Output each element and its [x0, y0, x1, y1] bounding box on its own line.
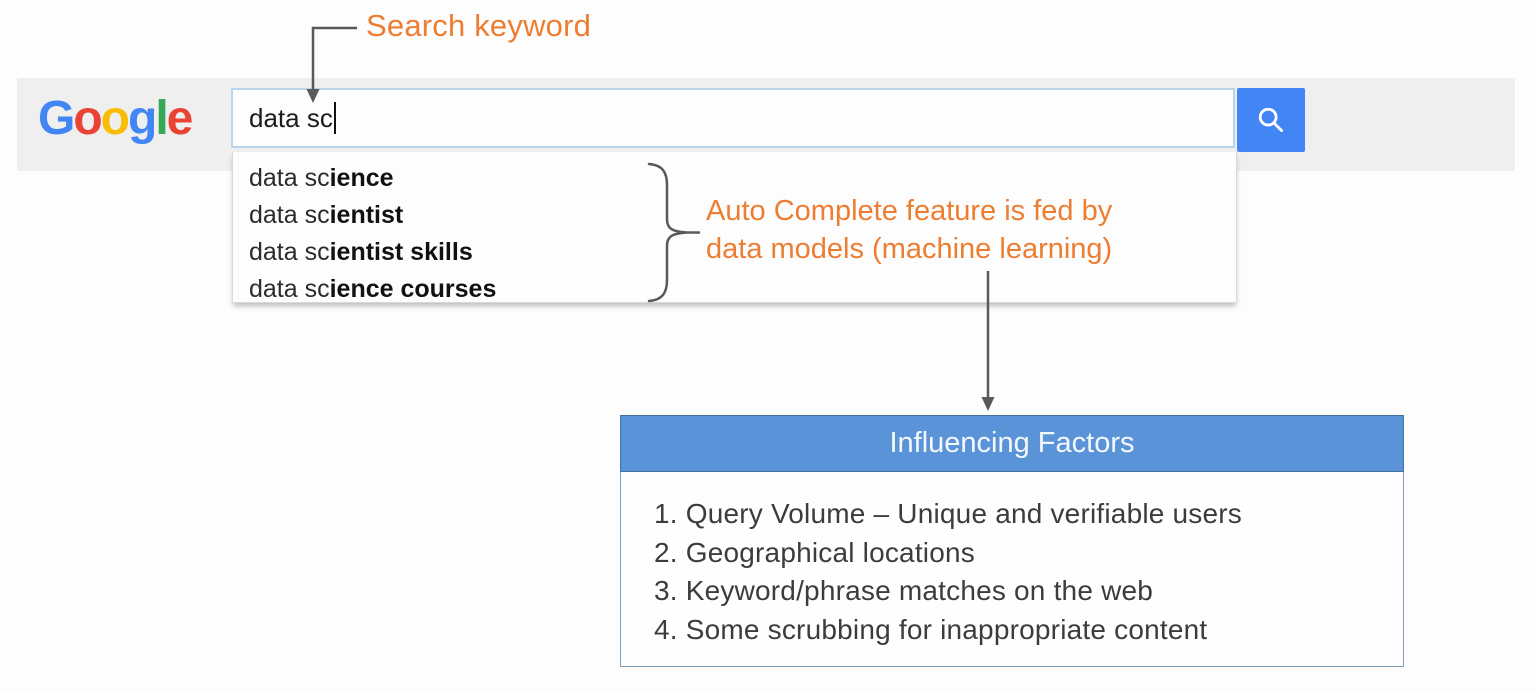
google-logo: Google: [38, 90, 194, 148]
suggestion-typed: data sc: [249, 238, 330, 266]
search-query-text: data sc: [249, 102, 333, 133]
suggestion-item[interactable]: data science: [233, 160, 1236, 197]
autocomplete-note-line1: Auto Complete feature is fed by: [706, 195, 1113, 227]
suggestion-item[interactable]: data scientist: [233, 197, 1236, 234]
influencing-factors-body: 1. Query Volume – Unique and verifiable …: [620, 472, 1404, 667]
logo-letter-g1: G: [38, 92, 75, 145]
magnifier-icon: [1254, 103, 1288, 137]
factors-arrowhead: [981, 397, 995, 411]
autocomplete-note: Auto Complete feature is fed by data mod…: [706, 192, 1112, 268]
suggestion-completion: ientist: [329, 201, 404, 229]
suggestion-typed: data sc: [249, 201, 330, 229]
factor-item: 3. Keyword/phrase matches on the web: [654, 575, 1154, 606]
factor-item: 4. Some scrubbing for inappropriate cont…: [654, 613, 1208, 645]
suggestion-typed: data sc: [249, 164, 330, 192]
suggestion-item[interactable]: data science courses: [233, 271, 1236, 308]
influencing-factors-header: Influencing Factors: [620, 415, 1404, 472]
influencing-factors-box: Influencing Factors 1. Query Volume – Un…: [620, 415, 1404, 667]
autocomplete-dropdown: data science data scientist data scienti…: [232, 152, 1237, 303]
factor-item: 2. Geographical locations: [654, 536, 975, 568]
suggestion-completion: ientist skills: [329, 238, 473, 266]
suggestion-list: data science data scientist data scienti…: [233, 152, 1236, 308]
search-input[interactable]: data sc: [231, 88, 1235, 148]
search-keyword-label: Search keyword: [366, 8, 592, 43]
suggestion-item[interactable]: data scientist skills: [233, 234, 1236, 271]
suggestion-completion: ience courses: [329, 275, 497, 303]
logo-letter-g2: g: [128, 92, 157, 145]
suggestion-completion: ience: [329, 164, 394, 192]
autocomplete-note-line2: data models (machine learning): [706, 233, 1113, 265]
logo-letter-e: e: [166, 92, 194, 145]
text-cursor: [333, 102, 336, 134]
logo-letter-o2: o: [100, 92, 130, 145]
suggestion-typed: data sc: [249, 275, 330, 303]
logo-letter-l: l: [155, 92, 168, 145]
search-button[interactable]: [1237, 88, 1305, 152]
factor-item: 1. Query Volume – Unique and verifiable …: [654, 498, 1242, 529]
logo-letter-o1: o: [73, 92, 102, 145]
